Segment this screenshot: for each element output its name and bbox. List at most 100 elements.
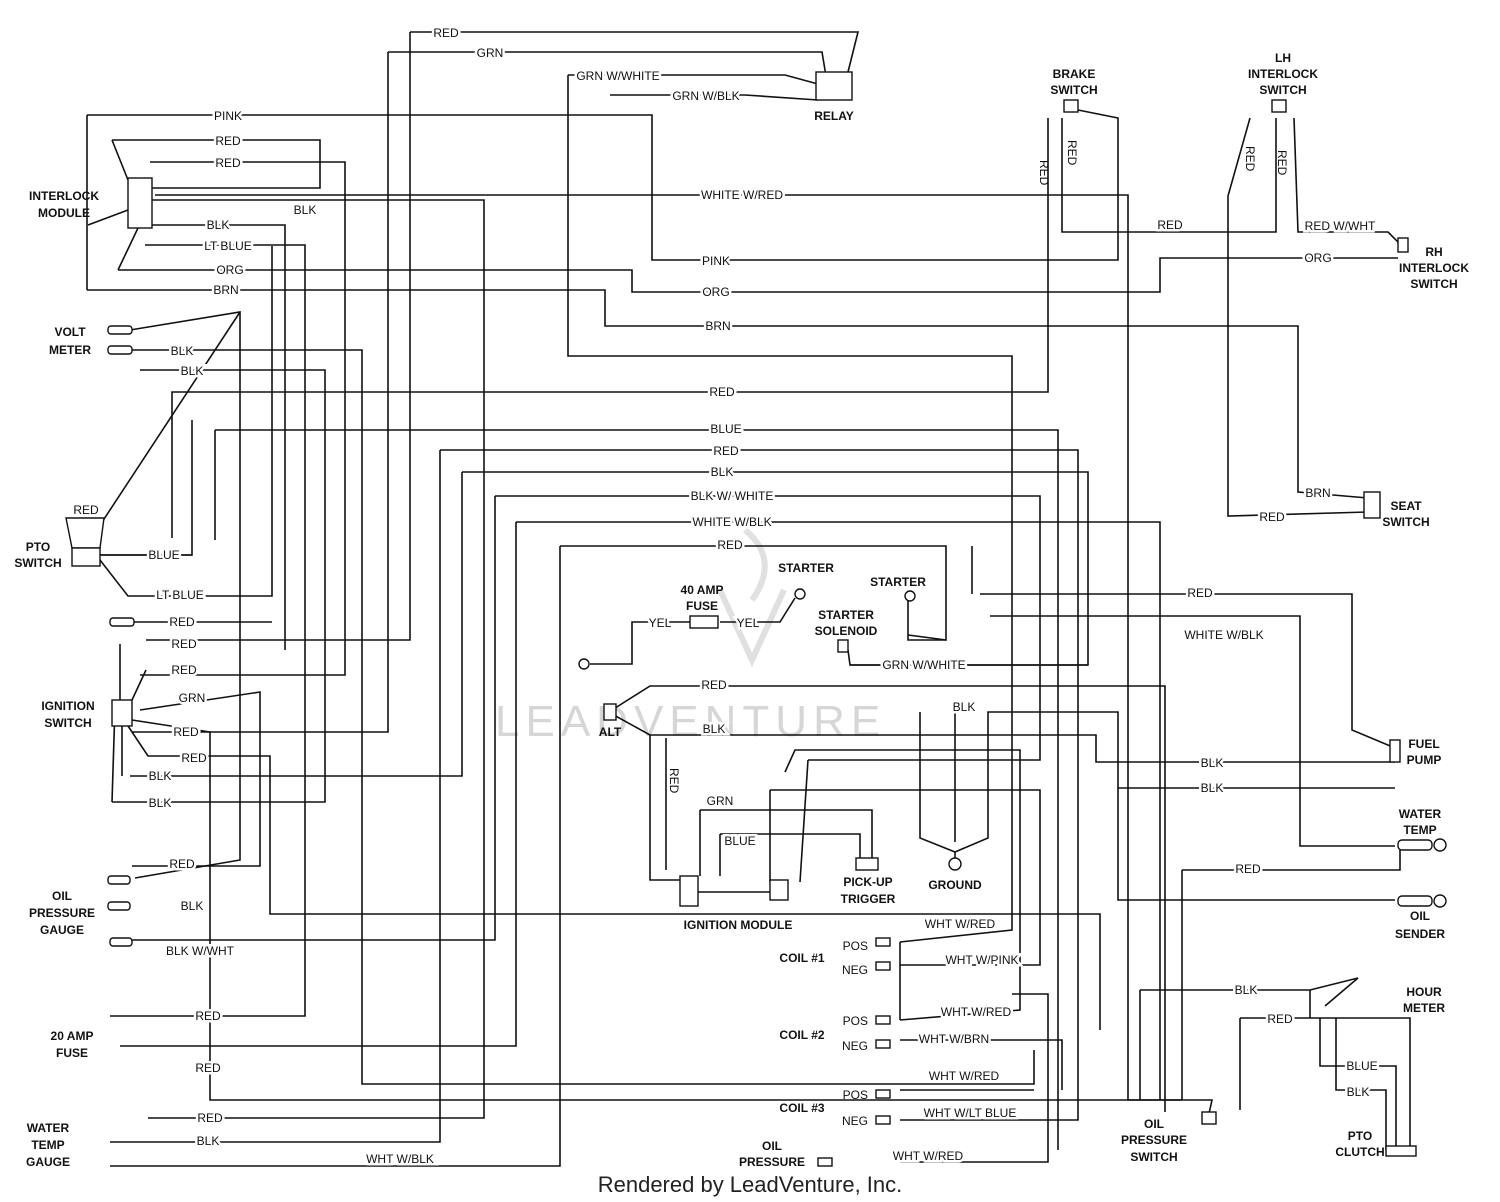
- coil3-label: COIL #3: [779, 1101, 824, 1115]
- wire-label-grn-ign: GRN: [179, 691, 206, 705]
- wire-label-blk-im: BLK: [294, 203, 317, 217]
- coil1-neg-terminal: [875, 961, 891, 971]
- wire-label-red-pto: RED: [73, 503, 99, 517]
- wire-label-blue-mod: BLUE: [724, 834, 755, 848]
- pickup-trigger-label-2: TRIGGER: [841, 892, 896, 906]
- volt-meter-label-2: METER: [49, 343, 91, 357]
- wire-label-org-im: ORG: [216, 263, 243, 277]
- lh-interlock-label-3: SWITCH: [1259, 83, 1306, 97]
- coil2-neg-terminal: [875, 1039, 891, 1049]
- volt-meter-terminal-2: [107, 345, 133, 355]
- oil-pressure-label-1: OIL: [762, 1139, 782, 1153]
- wire-label-white-w-blk-fuel: WHITE W/BLK: [1184, 628, 1263, 642]
- oil-pressure-switch-body: [1201, 1111, 1217, 1125]
- oil-pressure-switch-label-3: SWITCH: [1130, 1150, 1177, 1164]
- wire-label-grn-mod: GRN: [707, 794, 734, 808]
- wire-label-brn-mid: BRN: [705, 319, 730, 333]
- pickup-trigger-label-1: PICK-UP: [843, 875, 892, 889]
- brake-switch-connector: [1063, 99, 1079, 113]
- wire-label-yel2: YEL: [737, 616, 760, 630]
- wire-label-red-brake2: RED: [1065, 140, 1079, 166]
- water-temp-gauge-label-3: GAUGE: [26, 1155, 70, 1169]
- wire-label-white-w-blk: WHITE W/BLK: [692, 515, 771, 529]
- watermark-logo: [717, 527, 787, 668]
- wire-label-blk-w-wht-opg: BLK W/WHT: [166, 944, 235, 958]
- wire-label-red-vert: RED: [667, 768, 681, 794]
- hour-meter-label-2: METER: [1403, 1001, 1445, 1015]
- oil-sender-ring: [1433, 894, 1447, 908]
- footer-credit: Rendered by LeadVenture, Inc.: [598, 1172, 903, 1197]
- oil-pressure-gauge-label-2: PRESSURE: [29, 906, 95, 920]
- wire-label-org-rh: ORG: [1304, 251, 1331, 265]
- wire-label-wht-w-brn: WHT W/BRN: [919, 1032, 989, 1046]
- water-temp-ring: [1433, 838, 1447, 852]
- coil1-pos-terminal: [875, 937, 891, 947]
- wire-label-red-brake1: RED: [1037, 160, 1051, 186]
- pto-switch-cap: [65, 517, 105, 549]
- volt-meter-terminal-1: [107, 325, 133, 335]
- wire-label-red-ign1: RED: [169, 615, 195, 629]
- wire-label-blue-pto: BLUE: [148, 548, 179, 562]
- wire-label-grn-w-blk-top: GRN W/BLK: [672, 89, 739, 103]
- rh-interlock-label-1: RH: [1425, 245, 1442, 259]
- oil-sender-label-2: SENDER: [1395, 927, 1445, 941]
- wire-label-red-ign4: RED: [173, 725, 199, 739]
- wire-label-blk-alt: BLK: [703, 722, 726, 736]
- wire-label-blue-pto-c: BLUE: [1346, 1059, 1377, 1073]
- lh-interlock-label-1: LH: [1275, 51, 1291, 65]
- wire-label-red-seat: RED: [1259, 510, 1285, 524]
- water-temp-gauge-label-1: WATER: [27, 1121, 70, 1135]
- wire-label-red-long3: RED: [717, 538, 743, 552]
- wire-label-red-lh1: RED: [1243, 146, 1257, 172]
- 20-amp-fuse-label-1: 20 AMP: [51, 1029, 94, 1043]
- fuel-pump-label-2: PUMP: [1407, 753, 1442, 767]
- brake-switch-label-1: BRAKE: [1053, 67, 1096, 81]
- oil-pressure-gauge-label-1: OIL: [52, 889, 72, 903]
- hour-meter-label-1: HOUR: [1406, 985, 1442, 999]
- alt-connector: [603, 703, 617, 721]
- wire-label-red-w-wht: RED W/WHT: [1305, 219, 1376, 233]
- wire-label-red-ign3: RED: [171, 663, 197, 677]
- wire-label-wht-w-red-op: WHT W/RED: [893, 1149, 964, 1163]
- wire-label-brn-seat: BRN: [1305, 486, 1330, 500]
- wire-label-red-h: RED: [1157, 218, 1183, 232]
- wire-label-grn-w-white-top: GRN W/WHITE: [576, 69, 659, 83]
- starter-solenoid-label-1: STARTER: [818, 608, 874, 622]
- oil-sender-body: [1397, 895, 1433, 907]
- wire-label-wht-w-lt-blue: WHT W/LT BLUE: [924, 1106, 1017, 1120]
- wire-label-red-long2: RED: [713, 444, 739, 458]
- wire-label-blk-pto-c: BLK: [1347, 1085, 1370, 1099]
- ignition-switch-connector: [111, 699, 133, 727]
- water-temp-label-2: TEMP: [1403, 823, 1436, 837]
- coil3-pos-label: POS: [843, 1088, 868, 1102]
- oil-pressure-terminal: [817, 1157, 833, 1167]
- wire-label-pink-mid: PINK: [702, 254, 730, 268]
- oil-pressure-label-2: PRESSURE: [739, 1155, 805, 1169]
- water-temp-gauge-label-2: TEMP: [31, 1138, 64, 1152]
- wire-label-wht-w-red-c1: WHT W/RED: [925, 917, 996, 931]
- wire-label-blk-vm1: BLK: [171, 344, 194, 358]
- wire-labels: RED GRN GRN W/WHITE GRN W/BLK PINK RED R…: [71, 24, 1380, 1169]
- wire-label-blk-fp2: BLK: [1201, 781, 1224, 795]
- component-labels: RELAY BRAKE SWITCH LH INTERLOCK SWITCH R…: [14, 51, 1469, 1169]
- ignition-module-connector-1: [679, 875, 699, 907]
- interlock-module-label-2: MODULE: [38, 206, 90, 220]
- water-temp-sender: [1397, 839, 1433, 851]
- oil-pressure-switch-label-1: OIL: [1144, 1117, 1164, 1131]
- relay-label: RELAY: [814, 109, 854, 123]
- ignition-module-label: IGNITION MODULE: [684, 918, 793, 932]
- pto-clutch-terminals: [1385, 1145, 1417, 1157]
- seat-switch-label-1: SEAT: [1390, 499, 1422, 513]
- battery-ring: [578, 658, 590, 670]
- wire-label-brn-im: BRN: [213, 283, 238, 297]
- 20-amp-fuse-label-2: FUSE: [56, 1046, 88, 1060]
- coil2-label: COIL #2: [779, 1028, 824, 1042]
- connectors: [65, 71, 1447, 1167]
- 40-amp-fuse-body: [689, 615, 719, 629]
- wire-label-red-im1: RED: [215, 134, 241, 148]
- wire-label-blk-w-white: BLK W/ WHITE: [691, 489, 774, 503]
- wire-label-wht-w-blk-bottom: WHT W/BLK: [366, 1152, 434, 1166]
- wire-label-pink-top: PINK: [214, 109, 242, 123]
- starter-top-label: STARTER: [778, 561, 834, 575]
- wire-label-blk-hm: BLK: [1235, 983, 1258, 997]
